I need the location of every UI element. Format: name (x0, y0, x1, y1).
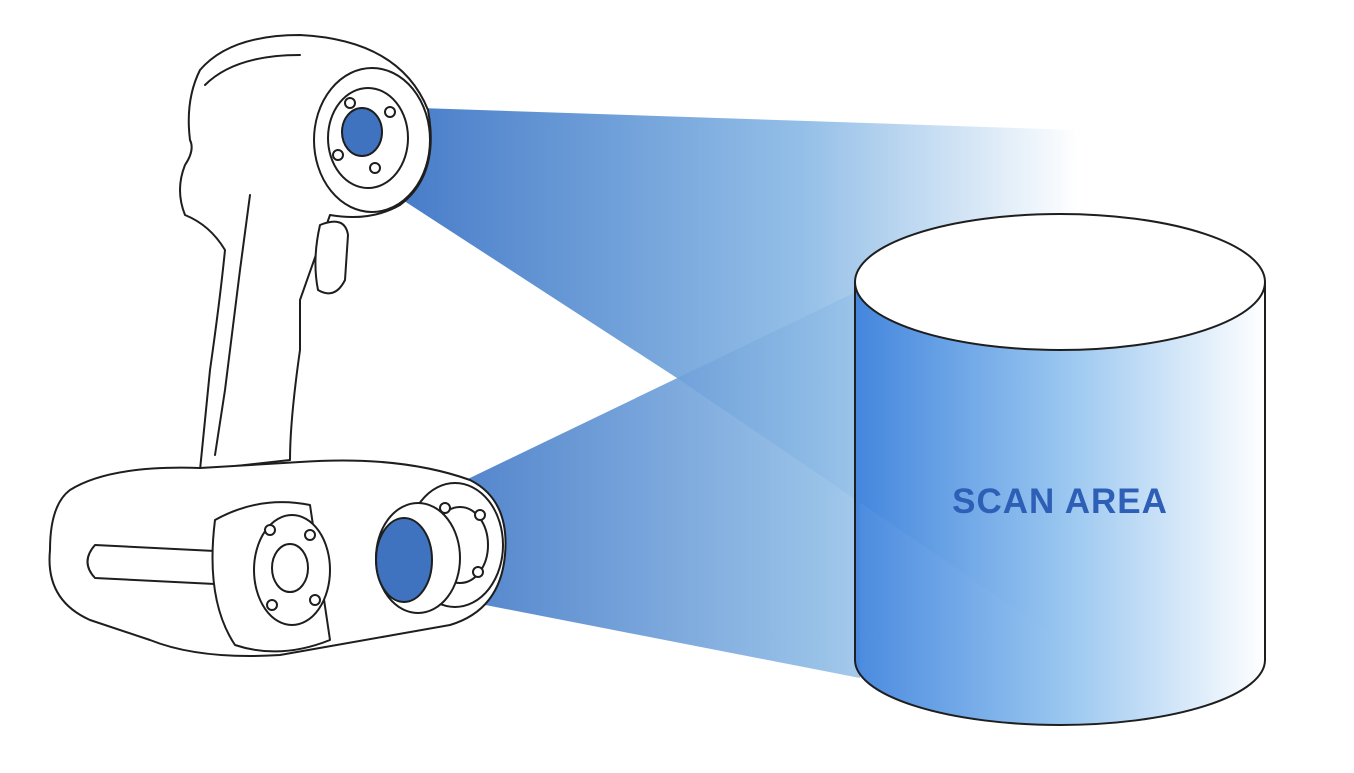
scan-area-cylinder (854, 213, 1266, 726)
scan-area-label: SCAN AREA (952, 482, 1168, 521)
handheld-scanner (48, 34, 507, 657)
lower-beam (445, 290, 860, 678)
upper-camera-lens (341, 107, 383, 157)
lower-camera-lens (375, 517, 433, 603)
